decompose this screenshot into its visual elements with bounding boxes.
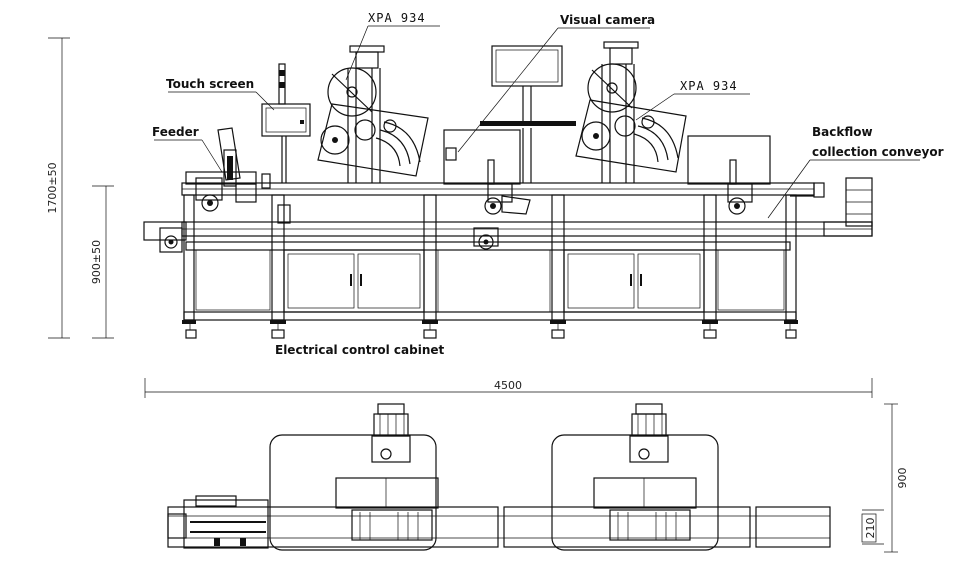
- visual-camera: [443, 45, 576, 185]
- cabinet-panels-other: [195, 249, 785, 313]
- plan-view: 900 210: [167, 403, 909, 553]
- plan-conveyor-dimension-210: 210: [861, 509, 884, 545]
- cabinet-left: [283, 249, 425, 313]
- dimension-900-label: 900±50: [90, 240, 103, 284]
- infeed-section: [143, 221, 187, 253]
- cabinet-label: Electrical control cabinet: [275, 343, 445, 357]
- height-dimension-1700: 1700±50: [46, 37, 70, 339]
- plan-conveyor: [167, 506, 831, 548]
- labeler-right: [575, 41, 771, 215]
- touch-screen: [261, 63, 311, 224]
- height-dimension-900: 900±50: [90, 185, 114, 339]
- front-view: [143, 41, 873, 339]
- plan-feeder: [167, 495, 269, 549]
- touch-screen-label: Touch screen: [166, 77, 254, 91]
- plan-dimension-210-label: 210: [864, 518, 877, 539]
- cabinet-right: [563, 249, 705, 313]
- plan-station-1: [269, 403, 439, 551]
- labeler-left-label: XPA 934: [368, 11, 426, 25]
- plan-station-2: [551, 403, 719, 551]
- backflow-label-line2: collection conveyor: [812, 145, 944, 159]
- feeder: [185, 127, 271, 212]
- labeler-right-label: XPA 934: [680, 79, 738, 93]
- backflow-label-line1: Backflow: [812, 125, 873, 139]
- length-dimension-4500: 4500: [144, 378, 873, 398]
- labeler-left: [317, 45, 531, 250]
- plan-height-dimension-900: 900: [884, 403, 909, 553]
- callouts: Touch screen Feeder Visual camera XPA 93…: [152, 11, 944, 357]
- plan-dimension-900-label: 900: [896, 468, 909, 489]
- main-conveyor: [181, 182, 873, 251]
- backflow-conveyor: [790, 177, 873, 237]
- dimension-4500-label: 4500: [494, 379, 522, 392]
- dimension-1700-label: 1700±50: [46, 162, 59, 213]
- feeder-label: Feeder: [152, 125, 199, 139]
- frame: [182, 194, 798, 339]
- visual-camera-label: Visual camera: [560, 13, 655, 27]
